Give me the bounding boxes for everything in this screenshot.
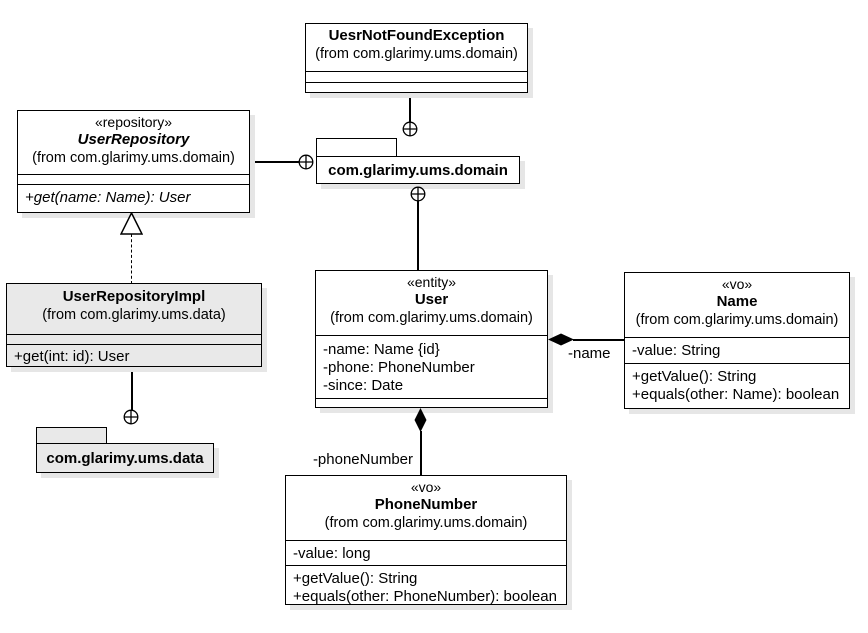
- class-package-note: (from com.glarimy.ums.domain): [330, 310, 533, 326]
- method-get: +get(name: Name): User: [25, 189, 191, 206]
- method-getvalue: +getValue(): String: [293, 569, 418, 587]
- class-name: UesrNotFoundException: [328, 27, 505, 44]
- containment-circle-plus-icon: [410, 186, 426, 202]
- connector-impl-to-data-package: [131, 366, 133, 410]
- package-tab-data: [36, 427, 107, 443]
- methods-compartment-empty: [306, 82, 527, 92]
- attributes-compartment: -value: String: [625, 337, 849, 363]
- method-getvalue: +getValue(): String: [632, 368, 757, 385]
- stereotype-label: «vo»: [410, 479, 442, 495]
- class-box-phonenumber: «vo» PhoneNumber (from com.glarimy.ums.d…: [285, 475, 567, 605]
- class-name: User: [414, 291, 449, 308]
- method-equals: +equals(other: PhoneNumber): boolean: [293, 587, 557, 604]
- class-package-note: (from com.glarimy.ums.domain): [32, 150, 235, 166]
- stereotype-label: «entity»: [406, 274, 457, 290]
- attribute-value: -value: String: [632, 342, 721, 359]
- class-name: Name: [716, 293, 758, 310]
- attribute-phone: -phone: PhoneNumber: [323, 359, 475, 376]
- association-label-phonenumber: -phoneNumber: [312, 451, 413, 468]
- class-box-user: «entity» User (from com.glarimy.ums.doma…: [315, 270, 548, 408]
- class-title: «entity» User (from com.glarimy.ums.doma…: [316, 271, 547, 335]
- package-data-name: com.glarimy.ums.data: [46, 449, 204, 467]
- class-name: UserRepository: [77, 131, 190, 148]
- package-tab-domain: [316, 138, 397, 156]
- attributes-compartment-empty: [306, 71, 527, 82]
- realization-triangle-icon: [120, 212, 143, 235]
- class-package-note: (from com.glarimy.ums.domain): [315, 46, 518, 62]
- connector-domain-package-to-user: [417, 201, 419, 271]
- class-package-note: (from com.glarimy.ums.data): [42, 307, 226, 323]
- class-box-userrepositoryimpl: UserRepositoryImpl (from com.glarimy.ums…: [6, 283, 262, 367]
- package-domain: com.glarimy.ums.domain: [316, 156, 520, 184]
- class-box-name: «vo» Name (from com.glarimy.ums.domain) …: [624, 272, 850, 409]
- connector-repository-to-domain-package: [250, 161, 299, 163]
- association-user-phone-line: [420, 431, 422, 476]
- method-equals: +equals(other: Name): boolean: [632, 386, 840, 403]
- package-domain-name: com.glarimy.ums.domain: [328, 161, 508, 179]
- methods-compartment-empty: [316, 398, 547, 407]
- class-title: «vo» PhoneNumber (from com.glarimy.ums.d…: [286, 476, 566, 540]
- attributes-compartment-empty: [7, 334, 261, 344]
- attribute-name: -name: Name {id}: [323, 341, 440, 358]
- method-get: +get(int: id): User: [14, 348, 130, 365]
- class-name: UserRepositoryImpl: [62, 288, 206, 305]
- association-user-name-line: [573, 339, 625, 341]
- class-name: PhoneNumber: [374, 496, 478, 513]
- stereotype-label: «vo»: [721, 276, 753, 292]
- class-package-note: (from com.glarimy.ums.domain): [635, 312, 839, 328]
- class-box-uesrnotfoundexception: UesrNotFoundException (from com.glarimy.…: [305, 23, 528, 93]
- attributes-compartment: -name: Name {id} -phone: PhoneNumber -si…: [316, 335, 547, 398]
- attributes-compartment: -value: long: [286, 540, 566, 565]
- class-title: «repository» UserRepository (from com.gl…: [18, 111, 249, 174]
- attributes-compartment-empty: [18, 174, 249, 184]
- methods-compartment: +get(name: Name): User: [18, 184, 249, 212]
- package-data: com.glarimy.ums.data: [36, 443, 214, 473]
- class-package-note: (from com.glarimy.ums.domain): [324, 515, 528, 531]
- attribute-since: -since: Date: [323, 377, 404, 394]
- containment-circle-plus-icon: [123, 409, 139, 425]
- containment-circle-plus-icon: [298, 154, 314, 170]
- attribute-value: -value: long: [293, 545, 371, 562]
- composition-diamond-icon: [414, 408, 427, 432]
- class-title: UesrNotFoundException (from com.glarimy.…: [306, 24, 527, 71]
- association-label-name: -name: [568, 345, 611, 362]
- stereotype-label: «repository»: [94, 114, 173, 130]
- methods-compartment: +getValue(): String +equals(other: Phone…: [286, 564, 566, 604]
- methods-compartment: +get(int: id): User: [7, 344, 261, 366]
- class-title: UserRepositoryImpl (from com.glarimy.ums…: [7, 284, 261, 334]
- composition-diamond-icon: [548, 333, 574, 346]
- realization-dashed-line: [131, 234, 132, 284]
- containment-circle-plus-icon: [402, 121, 418, 137]
- class-title: «vo» Name (from com.glarimy.ums.domain): [625, 273, 849, 337]
- connector-exception-to-domain-package: [409, 93, 411, 122]
- methods-compartment: +getValue(): String +equals(other: Name)…: [625, 363, 849, 408]
- class-box-userrepository: «repository» UserRepository (from com.gl…: [17, 110, 250, 213]
